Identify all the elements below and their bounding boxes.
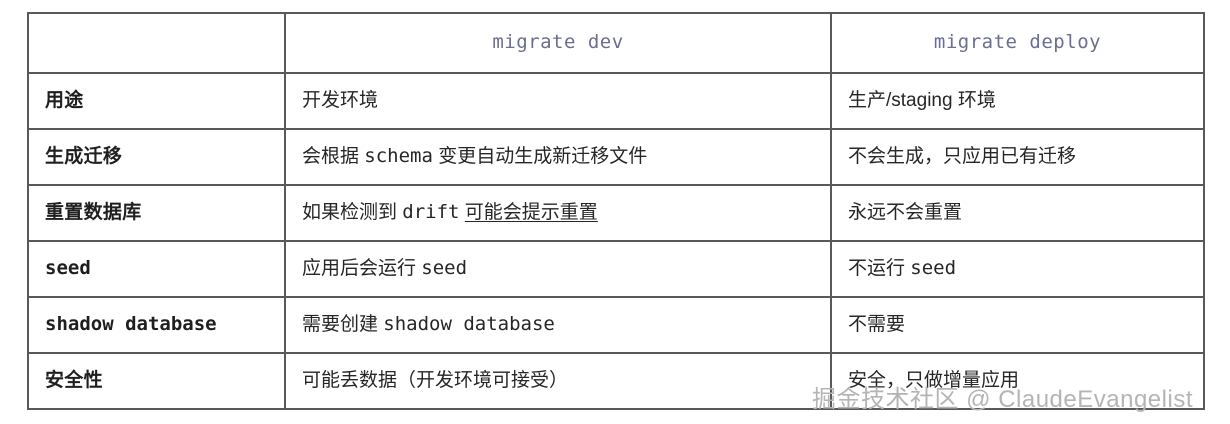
column-header-migrate-deploy: migrate deploy — [830, 12, 1205, 74]
cell-text: 可能丢数据（开发环境可接受） — [302, 370, 569, 392]
table-header: migrate dev migrate deploy — [27, 12, 1205, 74]
table-header-row: migrate dev migrate deploy — [27, 12, 1205, 74]
cell-text-prefix: 会根据 — [302, 146, 365, 168]
cell-text: 不会生成，只应用已有迁移 — [848, 146, 1077, 168]
cell-text: 不需要 — [848, 314, 906, 336]
table-row: 重置数据库 如果检测到 drift 可能会提示重置 永远不会重置 — [27, 184, 1205, 242]
cell-safety-dev: 可能丢数据（开发环境可接受） — [284, 352, 832, 410]
column-header-migrate-dev: migrate dev — [284, 12, 832, 74]
table-row: 安全性 可能丢数据（开发环境可接受） 安全，只做增量应用 — [27, 352, 1205, 410]
cell-text: 开发环境 — [302, 90, 379, 112]
cell-reset-database-deploy: 永远不会重置 — [830, 184, 1205, 242]
cell-text-prefix: 需要创建 — [302, 314, 384, 336]
cell-text-underlined: 可能会提示重置 — [464, 202, 598, 224]
row-label-generate-migration: 生成迁移 — [27, 128, 286, 186]
cell-generate-migration-deploy: 不会生成，只应用已有迁移 — [830, 128, 1205, 186]
table-row: 生成迁移 会根据 schema 变更自动生成新迁移文件 不会生成，只应用已有迁移 — [27, 128, 1205, 186]
row-label-usage: 用途 — [27, 72, 286, 130]
cell-text-suffix: 变更自动生成新迁移文件 — [432, 146, 648, 168]
row-label-shadow-database: shadow database — [27, 296, 286, 354]
cell-code-token: schema — [364, 145, 433, 168]
table-row: shadow database 需要创建 shadow database 不需要 — [27, 296, 1205, 354]
comparison-table-container: migrate dev migrate deploy 用途 开发环境 生产/st… — [27, 12, 1205, 410]
cell-seed-deploy: 不运行 seed — [830, 240, 1205, 298]
cell-reset-database-dev: 如果检测到 drift 可能会提示重置 — [284, 184, 832, 242]
cell-code-token: shadow database — [383, 313, 555, 336]
row-label-seed: seed — [27, 240, 286, 298]
cell-text-prefix: 不运行 — [848, 258, 911, 280]
cell-code-token: seed — [910, 257, 957, 280]
row-label-reset-database: 重置数据库 — [27, 184, 286, 242]
cell-text: 生产/staging 环境 — [848, 90, 996, 112]
cell-text-prefix: 应用后会运行 — [302, 258, 422, 280]
row-label-safety: 安全性 — [27, 352, 286, 410]
column-header-blank — [27, 12, 286, 74]
cell-safety-deploy: 安全，只做增量应用 — [830, 352, 1205, 410]
cell-shadow-database-dev: 需要创建 shadow database — [284, 296, 832, 354]
cell-generate-migration-dev: 会根据 schema 变更自动生成新迁移文件 — [284, 128, 832, 186]
cell-code-token: drift — [402, 201, 460, 224]
cell-text: 永远不会重置 — [848, 202, 963, 224]
cell-text: 安全，只做增量应用 — [848, 370, 1020, 392]
cell-seed-dev: 应用后会运行 seed — [284, 240, 832, 298]
table-row: 用途 开发环境 生产/staging 环境 — [27, 72, 1205, 130]
migrate-comparison-table: migrate dev migrate deploy 用途 开发环境 生产/st… — [27, 12, 1205, 410]
cell-usage-deploy: 生产/staging 环境 — [830, 72, 1205, 130]
cell-text-prefix: 如果检测到 — [302, 202, 403, 224]
cell-code-token: seed — [421, 257, 468, 280]
table-row: seed 应用后会运行 seed 不运行 seed — [27, 240, 1205, 298]
cell-usage-dev: 开发环境 — [284, 72, 832, 130]
cell-shadow-database-deploy: 不需要 — [830, 296, 1205, 354]
table-body: 用途 开发环境 生产/staging 环境 生成迁移 会根据 schema 变更… — [27, 72, 1205, 410]
